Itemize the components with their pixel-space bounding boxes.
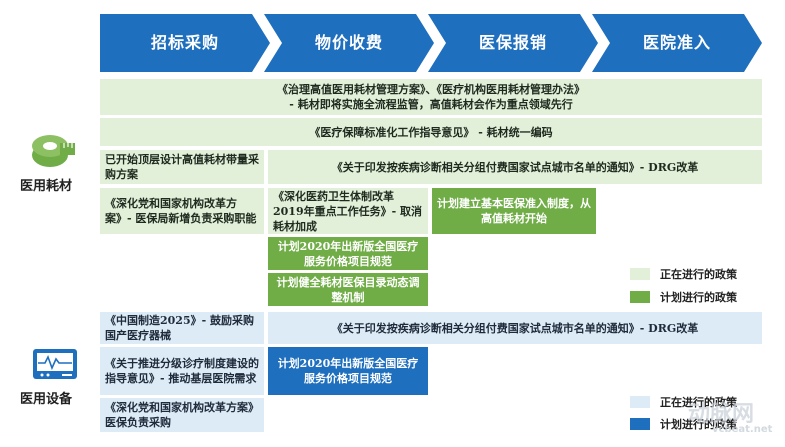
chevron-arrow-icon: [428, 14, 598, 72]
legend-swatch: [630, 291, 650, 303]
policy-tiered-care-guidance: 《关于推进分级诊疗制度建设的指导意见》- 推动基层医院需求: [100, 347, 264, 395]
header-step-pricing: 物价收费: [264, 14, 434, 72]
legend-equipment-planned: 计划进行的政策: [630, 416, 737, 432]
policy-standardization-guidance: 《医疗保障标准化工作指导意见》 - 耗材统一编码: [100, 118, 762, 146]
header-step-label: 物价收费: [314, 33, 383, 52]
policy-catalog-adjustment-plan: 计划健全耗材医保目录动态调整机制: [268, 273, 428, 306]
header-step-procurement: 招标采购: [100, 14, 270, 72]
policy-top-level-design: 已开始顶层设计高值耗材带量采购方案: [100, 150, 264, 184]
header-step-label: 医保报销: [478, 33, 547, 52]
header-step-reimbursement: 医保报销: [428, 14, 598, 72]
category-label-consumables: 医用耗材: [20, 179, 73, 194]
monitor-icon: [32, 348, 78, 382]
chevron-arrow-icon: [100, 14, 270, 72]
policy-pricing-standard-plan-equipment: 计划2020年出新版全国医疗服务价格项目规范: [268, 347, 428, 395]
legend-consumables-planned: 计划进行的政策: [630, 289, 737, 305]
header-step-label: 医院准入: [642, 33, 711, 52]
legend-consumables-ongoing: 正在进行的政策: [630, 266, 737, 282]
watermark-url: vcbeat.net: [712, 424, 773, 435]
header-step-label: 招标采购: [150, 33, 219, 52]
policy-institutional-reform-equipment: 《深化党和国家机构改革方案》医保负责采购: [100, 398, 264, 432]
legend-equipment-ongoing: 正在进行的政策: [630, 394, 737, 410]
policy-2019-key-tasks: 《深化医药卫生体制改革2019年重点工作任务》- 取消耗材加成: [268, 188, 428, 234]
policy-institutional-reform-consumables: 《深化党和国家机构改革方案》- 医保局新增负责采购职能: [100, 188, 264, 234]
policy-basic-insurance-access-plan: 计划建立基本医保准入制度，从高值耗材开始: [432, 188, 596, 234]
chevron-arrow-icon: [264, 14, 434, 72]
policy-drg-notice-equipment: 《关于印发按疾病诊断相关分组付费国家试点城市名单的通知》- DRG改革: [268, 312, 762, 344]
chevron-arrow-icon: [592, 14, 762, 72]
legend-swatch: [630, 418, 650, 430]
category-label-equipment: 医用设备: [20, 392, 73, 407]
policy-drg-notice-consumables: 《关于印发按疾病诊断相关分组付费国家试点城市名单的通知》- DRG改革: [268, 150, 762, 184]
legend-swatch: [630, 268, 650, 280]
tape-measure-icon: [30, 133, 76, 169]
policy-made-in-china-2025: 《中国制造2025》- 鼓励采购国产医疗器械: [100, 312, 264, 344]
policy-pricing-standard-plan-consumables: 计划2020年出新版全国医疗服务价格项目规范: [268, 237, 428, 270]
header-step-hospital-access: 医院准入: [592, 14, 762, 72]
watermark-logo: 动脉网: [688, 402, 755, 427]
policy-consumables-governance: 《治理高值医用耗材管理方案》、《医疗机构医用耗材管理办法》 - 耗材即将实施全流…: [100, 79, 762, 115]
legend-swatch: [630, 396, 650, 408]
